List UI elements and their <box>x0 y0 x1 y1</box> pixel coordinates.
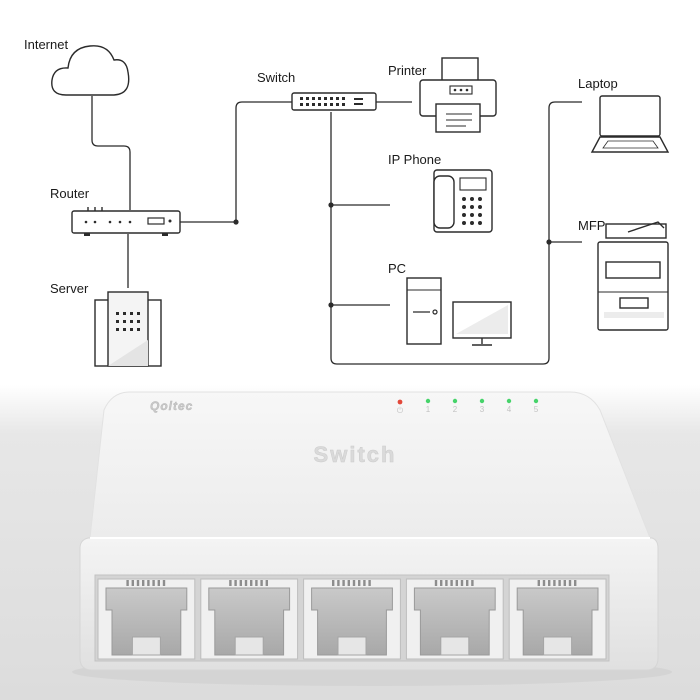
led-number-2: 2 <box>453 405 458 414</box>
brand-logo: Qoltec <box>150 399 193 413</box>
label-mfp: MFP <box>578 218 606 233</box>
label-internet: Internet <box>24 37 69 52</box>
led-indicators: ⏻ 1 2 3 4 5 <box>397 398 539 415</box>
cloud-icon <box>51 45 130 96</box>
rj45-port-3[interactable] <box>303 578 401 660</box>
pc-icon <box>406 277 512 346</box>
connection-lines <box>91 96 582 365</box>
rj45-port-2[interactable] <box>200 578 299 660</box>
link-led-1 <box>425 398 431 404</box>
link-router-switch <box>180 101 292 223</box>
laptop-icon <box>590 95 670 153</box>
power-led <box>397 399 403 405</box>
led-number-3: 3 <box>480 405 485 414</box>
link-led-2 <box>452 398 458 404</box>
printer-icon <box>419 57 497 133</box>
label-ip-phone: IP Phone <box>388 152 442 167</box>
led-number-5: 5 <box>534 405 539 414</box>
led-number-1: 1 <box>426 405 431 414</box>
mfp-icon <box>597 221 669 331</box>
link-internet-router <box>91 96 131 210</box>
label-server: Server <box>50 281 89 296</box>
label-laptop: Laptop <box>578 76 618 91</box>
link-led-3 <box>479 398 485 404</box>
server-icon <box>94 291 162 367</box>
device-label: Switch <box>314 442 397 467</box>
rj45-port-4[interactable] <box>405 578 504 660</box>
label-printer: Printer <box>388 63 427 78</box>
link-led-5 <box>533 398 539 404</box>
ip-phone-icon <box>433 169 493 233</box>
label-router: Router <box>50 186 90 201</box>
switch-device: Qoltec Switch ⏻ 1 2 3 4 5 <box>72 391 672 686</box>
junction-dots <box>233 202 552 308</box>
rj45-port-5[interactable] <box>508 578 607 660</box>
label-pc: PC <box>388 261 407 276</box>
switch-icon <box>291 92 377 111</box>
led-number-4: 4 <box>507 405 512 414</box>
link-switch-trunk <box>330 101 582 365</box>
rj45-port-1[interactable] <box>97 578 196 660</box>
power-icon: ⏻ <box>397 406 404 415</box>
router-icon <box>71 207 181 236</box>
label-switch: Switch <box>257 70 296 85</box>
link-led-4 <box>506 398 512 404</box>
